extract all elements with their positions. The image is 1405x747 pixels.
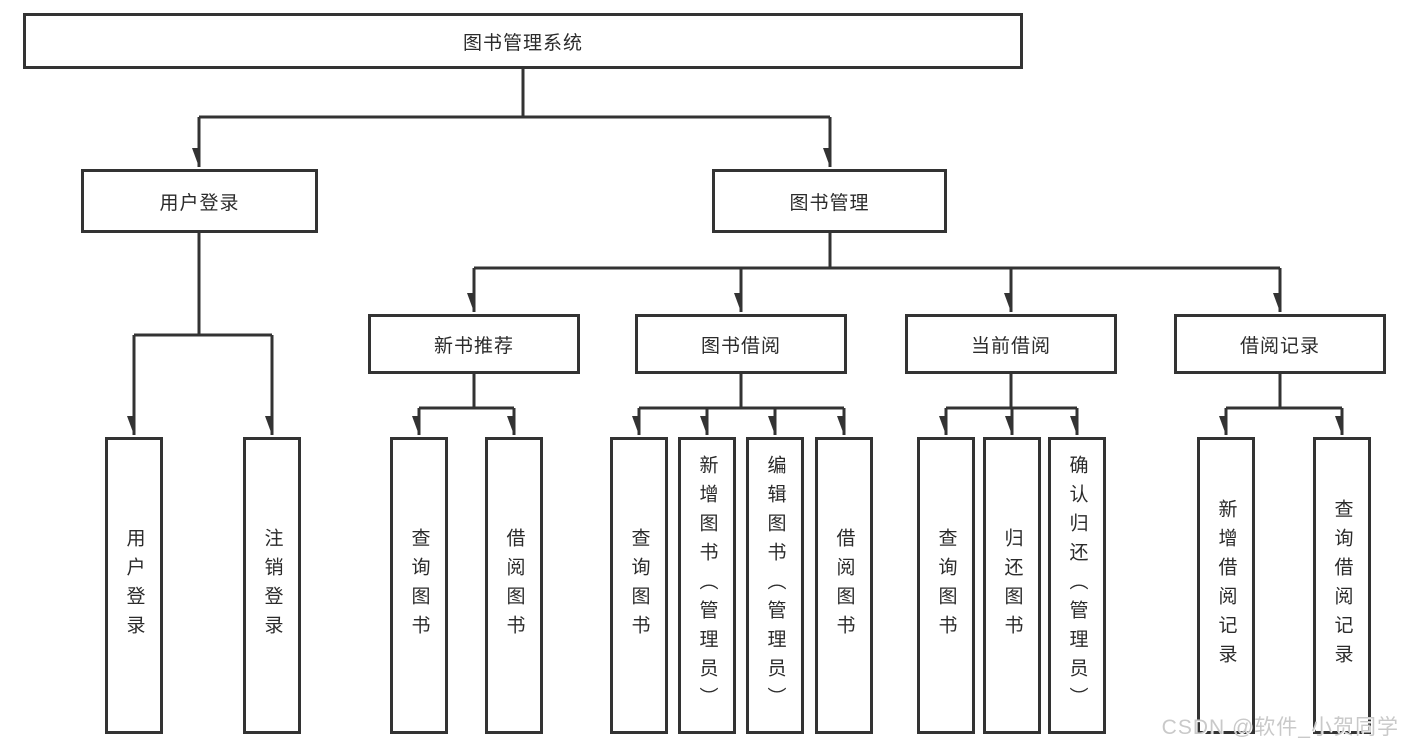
leaf-user-login-label: 用户登录 [123, 527, 145, 644]
leaf-record-add-borrow-record-label: 新增借阅记录 [1215, 498, 1237, 673]
node-user-login-label: 用户登录 [159, 192, 240, 214]
leaf-current-return-book-label: 归还图书 [1001, 527, 1023, 644]
leaf-borrowing-borrow-book-label: 借阅图书 [833, 527, 855, 644]
node-borrowing-records-label: 借阅记录 [1239, 335, 1320, 357]
leaf-borrowing-edit-book-admin-label: 编辑图书（管理员） [764, 455, 786, 716]
node-book-borrowing: 图书借阅 [635, 314, 847, 374]
node-current-borrowing-label: 当前借阅 [970, 335, 1051, 357]
leaf-borrowing-query-book-label: 查询图书 [628, 527, 650, 644]
leaf-current-query-book: 查询图书 [917, 437, 975, 734]
leaf-recommend-borrow-book: 借阅图书 [485, 437, 543, 734]
node-book-borrowing-label: 图书借阅 [700, 335, 781, 357]
leaf-logout: 注销登录 [243, 437, 301, 734]
leaf-logout-label: 注销登录 [261, 527, 283, 644]
csdn-watermark: CSDN @软件_小贺同学 [1161, 716, 1399, 739]
leaf-borrowing-query-book: 查询图书 [610, 437, 668, 734]
node-book-management: 图书管理 [712, 169, 947, 233]
leaf-user-login: 用户登录 [105, 437, 163, 734]
leaf-recommend-borrow-book-label: 借阅图书 [503, 527, 525, 644]
leaf-record-query-borrow-record: 查询借阅记录 [1313, 437, 1371, 734]
node-book-management-label: 图书管理 [789, 192, 870, 214]
leaf-record-query-borrow-record-label: 查询借阅记录 [1331, 498, 1353, 673]
leaf-borrowing-edit-book-admin: 编辑图书（管理员） [746, 437, 804, 734]
node-root-system: 图书管理系统 [23, 13, 1023, 69]
leaf-current-confirm-return-admin: 确认归还（管理员） [1048, 437, 1106, 734]
leaf-recommend-query-book-label: 查询图书 [408, 527, 430, 644]
leaf-borrowing-add-book-admin: 新增图书（管理员） [678, 437, 736, 734]
node-current-borrowing: 当前借阅 [905, 314, 1117, 374]
leaf-borrowing-borrow-book: 借阅图书 [815, 437, 873, 734]
leaf-record-add-borrow-record: 新增借阅记录 [1197, 437, 1255, 734]
node-borrowing-records: 借阅记录 [1174, 314, 1386, 374]
node-root-label: 图书管理系统 [462, 32, 583, 54]
node-user-login: 用户登录 [81, 169, 318, 233]
leaf-current-confirm-return-admin-label: 确认归还（管理员） [1066, 455, 1088, 716]
leaf-borrowing-add-book-admin-label: 新增图书（管理员） [696, 455, 718, 716]
leaf-recommend-query-book: 查询图书 [390, 437, 448, 734]
leaf-current-query-book-label: 查询图书 [935, 527, 957, 644]
node-new-book-recommend: 新书推荐 [368, 314, 580, 374]
node-new-book-recommend-label: 新书推荐 [433, 335, 514, 357]
leaf-current-return-book: 归还图书 [983, 437, 1041, 734]
